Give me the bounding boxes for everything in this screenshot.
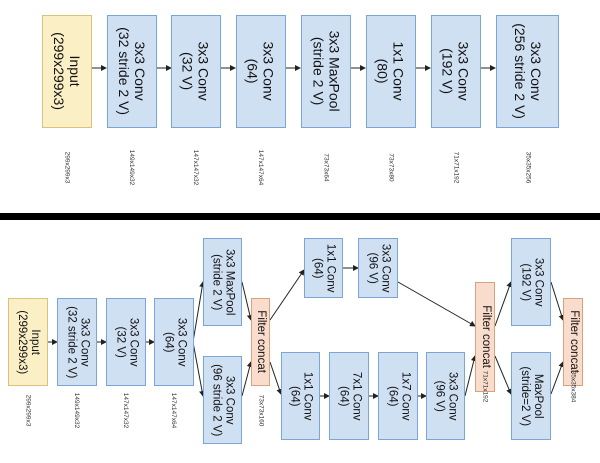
top-conv4-box: 1x1 Conv (80) [366,15,416,128]
bottom-conv2-dim: 147x147x32 [122,392,130,428]
bottom-conv3-dim: 147x147x64 [170,392,178,428]
filter-concat-1-box: Filter concat [251,298,270,386]
bottom-conv3-label: 3x3 Conv (64) [162,317,188,367]
filter-concat-2-dim: 71x71x192 [481,370,489,402]
bottom-input-box: Input (299x299x3) [8,298,48,386]
bottom-conv3-box: 3x3 Conv (64) [154,298,194,386]
filter-concat-1-label: Filter concat [255,310,268,374]
top-conv4-label: 1x1 Conv (80) [375,41,408,102]
top-conv6-box: 3x3 Conv (256 stride 2 V) [496,15,559,128]
bottom-maxpool1-label: 3x3 MaxPool (stride 2 V) [210,248,236,316]
branch-b-conv2-box: 7x1 Conv (64) [329,352,369,440]
arrow [269,361,283,395]
reduction-conv-label: 3x3 Conv (192 V) [519,257,545,307]
top-conv2-label: 3x3 Conv (32 V) [180,41,213,102]
bottom-input-label: Input (299x299x3) [16,310,42,374]
bottom-maxpool1-box: 3x3 MaxPool (stride 2 V) [203,238,242,326]
top-conv2-box: 3x3 Conv (32 V) [171,15,221,128]
arrow [241,281,253,321]
branch-b-conv4-box: 3x3 Conv (96 V) [426,352,465,440]
top-maxpool-box: 3x3 MaxPool (stride 2 V) [301,15,351,128]
filter-concat-3-label: Filter concat [567,310,580,374]
top-input-box: Input (299x299x3) [42,15,92,128]
bottom-conv-b1-box: 3x3 Conv (96 stride 2 V) [203,356,242,444]
top-conv6-dim: 35x35x256 [524,151,531,183]
arrow [494,281,513,327]
bottom-conv1-box: 3x3 Conv (32 stride 2 V) [57,298,97,386]
filter-concat-2-label: Filter concat [479,305,492,369]
arrow [241,361,253,397]
arrow [269,269,305,321]
top-input-label: Input (299x299x3) [51,32,84,111]
arrow [550,281,565,321]
arrow [550,361,565,395]
top-maxpool-dim: 73x73x64 [322,152,330,182]
top-input-dim: 299x299x3 [63,151,71,183]
branch-a-conv1-box: 1x1 Conv (64) [304,238,343,298]
filter-concat-1-dim: 73x73x160 [257,394,265,426]
filter-concat-3-dim: 35x35x384 [569,370,577,402]
branch-b-conv3-box: 1x7 Conv (64) [378,352,418,440]
top-conv4-dim: 73x73x80 [387,152,395,182]
top-conv3-label: 3x3 Conv (64) [245,41,278,102]
bottom-conv1-label: 3x3 Conv (32 stride 2 V) [65,305,91,379]
branch-a-conv2-label: 3x3 Conv (96 V) [366,243,392,293]
branch-b-conv3-label: 1x7 Conv (64) [386,371,412,421]
branch-a-conv2-box: 3x3 Conv (96 V) [358,238,398,298]
top-conv1-label: 3x3 Conv (32 stride 2 V) [116,27,149,116]
branch-b-conv1-label: 1x1 Conv (64) [288,371,314,421]
reduction-maxpool-box: MaxPool (stride=2 V) [511,352,551,440]
branch-b-conv2-label: 7x1 Conv (64) [337,371,363,421]
top-conv5-dim: 71x71x192 [452,151,460,183]
top-conv2-dim: 147x147x32 [192,149,200,185]
filter-concat-3-box: Filter concat [563,298,583,386]
top-conv1-box: 3x3 Conv (32 stride 2 V) [107,15,157,128]
arrow [192,341,206,397]
top-conv5-label: 3x3 Conv (192 V) [440,41,473,102]
branch-b-conv4-label: 3x3 Conv (96 V) [433,371,459,421]
arrow [397,281,476,327]
bottom-input-dim: 299x299x3 [24,394,32,426]
top-maxpool-label: 3x3 MaxPool (stride 2 V) [310,31,343,112]
arrow [464,355,477,397]
filter-concat-2-box: Filter concat [475,282,495,392]
top-conv3-dim: 147x147x64 [257,149,265,185]
bottom-conv2-box: 3x3 Conv (32 V) [106,298,146,386]
arrow [192,281,206,343]
branch-a-conv1-label: 1x1 Conv (64) [311,243,337,293]
reduction-conv-box: 3x3 Conv (192 V) [511,238,551,326]
top-conv3-box: 3x3 Conv (64) [236,15,286,128]
reduction-maxpool-label: MaxPool (stride=2 V) [519,366,545,426]
bottom-conv1-dim: 149x149x32 [73,392,81,428]
top-conv5-box: 3x3 Conv (192 V) [431,15,481,128]
bottom-conv2-label: 3x3 Conv (32 V) [114,317,140,367]
arrow [494,355,512,395]
top-conv1-dim: 149x149x32 [128,149,136,185]
top-conv6-label: 3x3 Conv (256 stride 2 V) [511,23,544,120]
bottom-conv-b1-label: 3x3 Conv (96 stride 2 V) [210,363,236,437]
branch-b-conv1-box: 1x1 Conv (64) [281,352,320,440]
section-divider [0,213,600,220]
